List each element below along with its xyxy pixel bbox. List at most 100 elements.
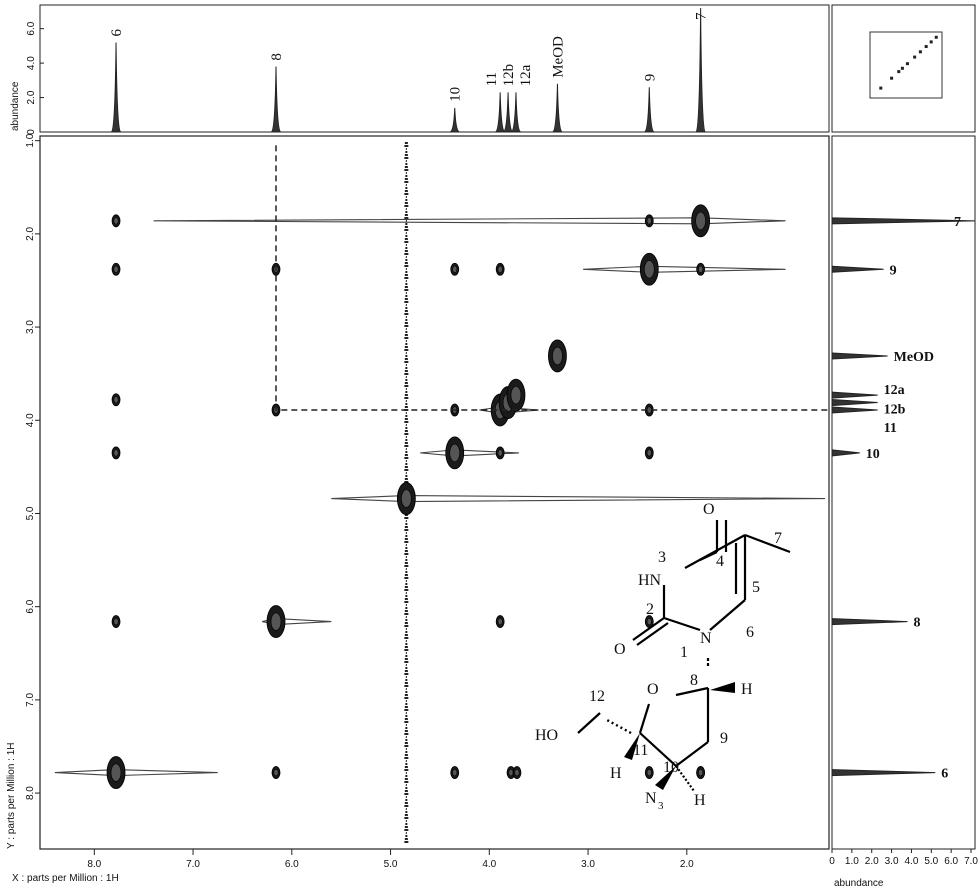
solvent-mark	[404, 370, 408, 372]
side-peak-5	[831, 391, 878, 399]
solvent-mark	[405, 475, 408, 477]
solvent-mark	[405, 295, 408, 297]
inset-point-8	[929, 40, 933, 44]
solvent-mark	[404, 730, 408, 732]
cross-peak-6	[111, 615, 121, 628]
molecule-structure	[577, 520, 791, 792]
solvent-mark	[404, 394, 408, 396]
top-peak-label-0: 6	[109, 28, 125, 36]
y-tick-label-0: 1.0	[25, 133, 36, 147]
solvent-mark	[405, 739, 408, 741]
solvent-mark	[405, 559, 408, 561]
side-tick-label-5: 5.0	[924, 856, 938, 867]
cosy-contours	[106, 204, 711, 789]
solvent-mark	[405, 352, 407, 354]
solvent-mark	[405, 820, 407, 822]
solvent-mark	[405, 208, 407, 210]
solvent-mark	[404, 781, 409, 783]
solvent-mark	[405, 283, 408, 285]
atom-c4: 4	[716, 553, 724, 570]
solvent-mark	[404, 169, 409, 171]
top-peak-label-4: 12b	[501, 64, 517, 87]
solvent-mark	[404, 601, 409, 603]
solvent-mark	[404, 337, 409, 339]
solvent-mark	[404, 733, 409, 735]
solvent-mark	[405, 643, 408, 645]
atom-ho: HO	[535, 727, 558, 744]
side-peak-label-7: 9	[890, 263, 897, 278]
solvent-mark	[404, 670, 408, 672]
top-tick-label-2: 4.0	[26, 56, 37, 70]
solvent-mark	[405, 427, 408, 429]
solvent-mark	[404, 457, 409, 459]
solvent-mark	[405, 184, 407, 186]
solvent-mark	[404, 685, 409, 687]
solvent-mark	[405, 304, 407, 306]
solvent-mark	[404, 205, 409, 207]
solvent-mark	[405, 640, 407, 642]
inset-point-9	[934, 35, 938, 39]
x-tick-label-4: 4.0	[482, 859, 496, 870]
cross-peak-19	[512, 766, 522, 779]
solvent-mark	[404, 694, 408, 696]
top-abundance-axis: 02.04.06.0	[26, 21, 44, 135]
atom-n3-group: N	[645, 790, 657, 807]
inset-point-3	[900, 66, 904, 70]
top-peak-1	[270, 66, 282, 133]
atom-c11: 11	[633, 742, 648, 759]
inset-point-4	[905, 62, 909, 66]
solvent-mark	[404, 526, 408, 528]
solvent-mark	[405, 343, 408, 345]
solvent-mark	[405, 223, 408, 225]
solvent-mark	[405, 763, 408, 765]
side-peak-label-8: 7	[954, 215, 961, 230]
solvent-mark	[405, 532, 407, 534]
t1-ridges	[54, 217, 826, 777]
solvent-mark	[405, 775, 408, 777]
solvent-mark	[405, 316, 407, 318]
solvent-mark	[405, 244, 407, 246]
solvent-mark	[404, 382, 408, 384]
solvent-mark	[405, 472, 407, 474]
solvent-ridge	[404, 142, 409, 843]
top-peak-4	[502, 92, 514, 133]
side-tick-label-4: 4.0	[904, 856, 918, 867]
diagonal-peak-6	[506, 378, 526, 412]
solvent-mark	[404, 706, 408, 708]
solvent-mark	[405, 448, 407, 450]
solvent-mark	[404, 565, 409, 567]
solvent-mark	[405, 715, 408, 717]
solvent-mark	[404, 265, 409, 267]
solvent-mark	[405, 232, 407, 234]
solvent-mark	[404, 682, 408, 684]
solvent-mark	[404, 433, 409, 435]
y-tick-label-2: 3.0	[25, 320, 36, 334]
side-peak-6	[831, 352, 888, 360]
atom-hn: HN	[638, 572, 662, 589]
solvent-mark	[404, 145, 409, 147]
solvent-mark	[404, 790, 408, 792]
inset-point-0	[879, 86, 883, 90]
solvent-mark	[405, 703, 408, 705]
ridge-9	[153, 217, 786, 225]
atom-o4: O	[703, 501, 715, 518]
atom-h10: H	[694, 792, 706, 809]
solvent-mark	[404, 166, 408, 168]
solvent-mark	[404, 817, 409, 819]
solvent-mark	[404, 778, 408, 780]
solvent-mark	[404, 406, 408, 408]
solvent-mark	[404, 517, 409, 519]
solvent-mark	[404, 142, 408, 144]
solvent-mark	[405, 592, 407, 594]
inset-box	[869, 31, 943, 99]
solvent-mark	[404, 586, 408, 588]
solvent-mark	[404, 262, 408, 264]
solvent-mark	[404, 469, 409, 471]
solvent-mark	[405, 175, 408, 177]
solvent-mark	[405, 571, 408, 573]
solvent-mark	[405, 148, 407, 150]
solvent-mark	[405, 256, 407, 258]
inset-point-5	[913, 55, 917, 59]
solvent-mark	[405, 796, 407, 798]
